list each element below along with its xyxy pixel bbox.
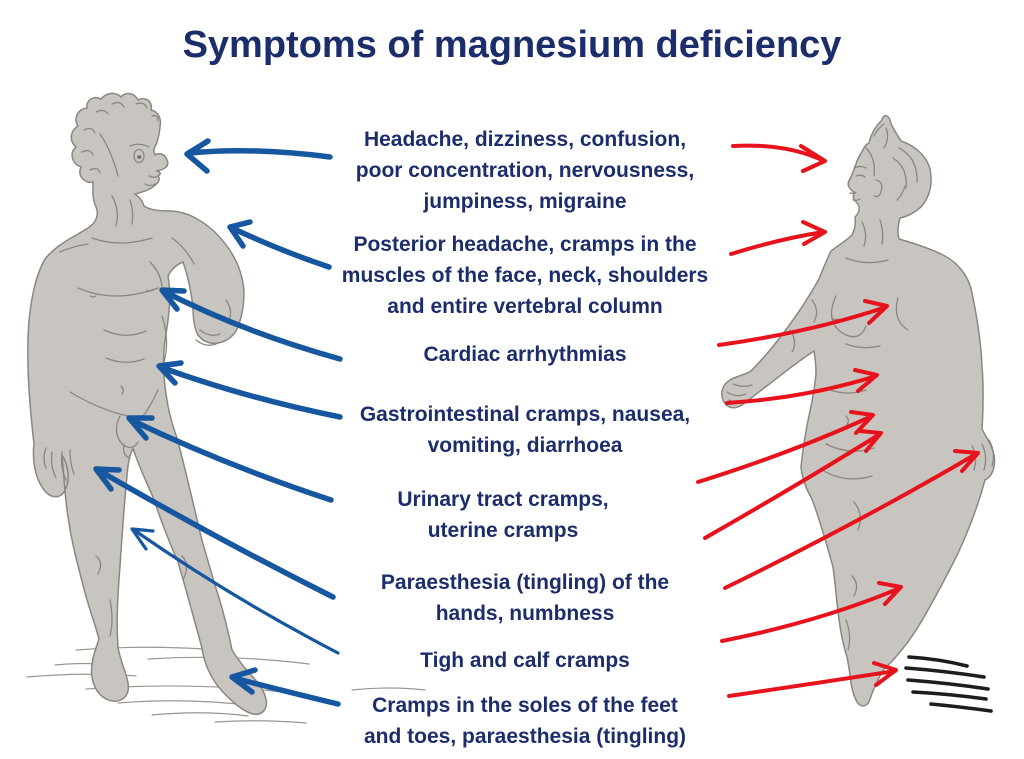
blue-arrow-to-groin (126, 415, 334, 503)
male-figure-silhouette (27, 92, 268, 716)
female-figure-detail-strokes (726, 123, 995, 651)
symptom-text-paraesthesia: Paraesthesia (tingling) of the hands, nu… (380, 571, 670, 625)
blue-arrow-to-thigh (130, 527, 340, 655)
red-arrow-to-hip-upper (696, 410, 875, 484)
red-arrow-to-foot (727, 661, 898, 698)
symptom-text-thigh-calf: Tigh and calf cramps (420, 649, 630, 672)
hatch-line (904, 655, 993, 713)
red-arrows (696, 143, 980, 698)
page-title: Symptoms of magnesium deficiency (182, 24, 842, 66)
blue-arrow-to-chest (159, 287, 343, 362)
blue-arrow-to-hand (93, 466, 336, 600)
red-arrow-to-chest (717, 299, 889, 347)
red-arrow-to-neck (729, 220, 827, 256)
red-arrow-to-head (731, 143, 827, 173)
male-figure-detail-strokes (43, 101, 232, 637)
symptom-text-headache: Headache, dizziness, confusion, poor con… (355, 128, 695, 213)
blue-arrows (93, 138, 343, 707)
blue-arrow-to-abdomen (156, 360, 343, 420)
female-figure (721, 114, 996, 707)
red-arrow-to-abdomen (725, 368, 879, 405)
symptom-text-posterior: Posterior headache, cramps in the muscle… (341, 233, 709, 318)
red-arrow-to-hand (723, 449, 980, 590)
female-figure-silhouette (721, 114, 996, 707)
male-figure (27, 92, 268, 716)
symptom-text-cardiac: Cardiac arrhythmias (423, 343, 627, 366)
red-arrow-to-calf (720, 581, 903, 643)
ground-hatch-marks (904, 655, 993, 713)
blue-arrow-to-head (184, 138, 333, 174)
blue-arrow-to-shoulder (227, 219, 332, 270)
symptom-text-urinary: Urinary tract cramps, uterine cramps (397, 488, 609, 542)
symptom-text-gastro: Gastrointestinal cramps, nausea, vomitin… (359, 403, 691, 457)
red-arrow-to-hip-lower (703, 429, 883, 540)
blue-arrow-to-foot (229, 667, 341, 707)
symptom-text-feet: Cramps in the soles of the feet and toes… (363, 694, 687, 748)
